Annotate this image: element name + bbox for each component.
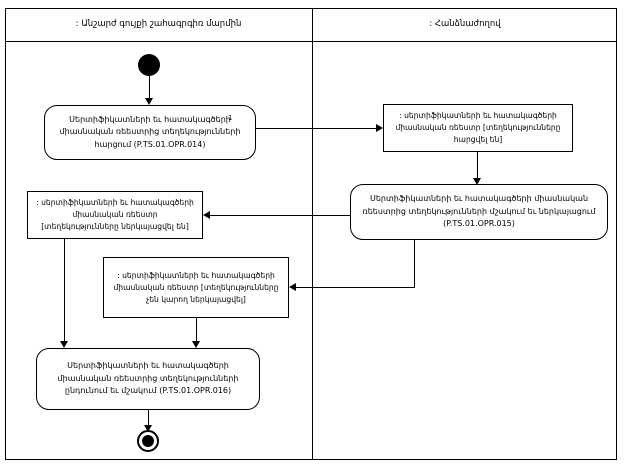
arrowhead-request-to-object-requested xyxy=(376,124,383,132)
edge-initial-to-request xyxy=(149,76,150,100)
activity-process-information[interactable]: Սերտիֆիկատների եւ հատակագծերի միասնական … xyxy=(350,184,608,240)
edge-request-to-object-requested xyxy=(256,128,378,129)
final-node xyxy=(137,430,159,452)
swimlane-title-right: : Հանձնաժողով xyxy=(429,19,501,29)
object-node-information-not-presented[interactable]: : սերտիֆիկատների եւ հատակագծերի միասնակա… xyxy=(103,257,289,318)
object-node-information-requested-label: : սերտիֆիկատների եւ հատակագծերի միասնակա… xyxy=(395,111,561,144)
object-node-information-presented[interactable]: : սերտիֆիկատների եւ հատակագծերի միասնակա… xyxy=(27,191,203,239)
arrowhead-process-to-not-presented xyxy=(289,283,296,291)
edge-label-cross-lane-request: 1 xyxy=(228,114,233,122)
edge-not-presented-to-receive xyxy=(196,318,197,343)
swimlane-divider xyxy=(312,8,313,460)
arrowhead-requested-to-process xyxy=(473,178,481,185)
arrowhead-presented-to-receive xyxy=(60,341,68,348)
object-node-information-not-presented-label: : սերտիֆիկատների եւ հատակագծերի միասնակա… xyxy=(113,270,279,304)
arrowhead-not-presented-to-receive xyxy=(192,341,200,348)
edge-process-to-not-presented-horizontal xyxy=(291,287,415,288)
swimlane-title-left: : Անշարժ գույքի շահագրգիռ մարմին xyxy=(75,19,242,29)
arrowhead-process-to-presented xyxy=(203,211,210,219)
initial-node xyxy=(138,54,160,76)
swimlane-header-separator xyxy=(5,41,617,42)
edge-requested-to-process xyxy=(477,152,478,180)
arrowhead-initial-to-request xyxy=(145,98,153,105)
edge-presented-to-receive xyxy=(64,239,65,343)
edge-receive-to-final xyxy=(148,410,149,428)
edge-process-to-not-presented-vertical xyxy=(414,240,415,287)
arrowhead-receive-to-final xyxy=(144,425,152,432)
activity-request-information[interactable]: Սերտիֆիկատների եւ հատակագծերի միասնական … xyxy=(44,105,256,160)
activity-receive-information[interactable]: Սերտիֆիկատների եւ հատակագծերի միասնական … xyxy=(36,348,260,410)
activity-process-information-label: Սերտիֆիկատների եւ հատակագծերի միասնական … xyxy=(362,194,596,229)
activity-receive-information-label: Սերտիֆիկատների եւ հատակագծերի միասնական … xyxy=(57,361,239,396)
activity-request-information-label: Սերտիֆիկատների եւ հատակագծերի միասնական … xyxy=(59,114,241,149)
object-node-information-requested[interactable]: : սերտիֆիկատների եւ հատակագծերի միասնակա… xyxy=(383,104,573,152)
object-node-information-presented-label: : սերտիֆիկատների եւ հատակագծերի միասնակա… xyxy=(36,198,194,231)
edge-process-to-presented xyxy=(205,215,351,216)
